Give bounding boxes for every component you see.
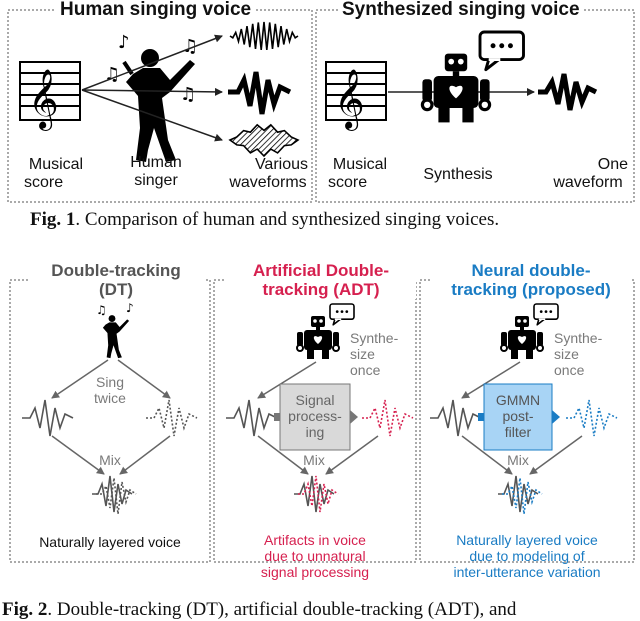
waveform-icon (226, 399, 278, 437)
human-section-title: Human singing voice (56, 0, 256, 21)
music-note-icon: ♫ (96, 303, 107, 317)
waveform-icon (92, 475, 133, 513)
label-synthesis: Synthesis (423, 166, 493, 183)
svg-text:♫: ♫ (180, 84, 196, 105)
gmmn-postfilter-box (483, 383, 553, 451)
svg-text:♪: ♪ (118, 32, 130, 53)
svg-text:♫: ♫ (104, 64, 120, 85)
waveform-icon (228, 21, 300, 158)
singer-icon (122, 49, 195, 162)
waveform-icon (22, 399, 74, 437)
adt-title: Artificial Double-tracking (ADT) (226, 261, 416, 300)
dt-title: Double-tracking(DT) (28, 261, 204, 300)
fig2-caption: Fig. 2. Double-tracking (DT), artificial… (2, 599, 517, 620)
robot-icon (500, 315, 544, 360)
waveform-icon (294, 475, 335, 513)
waveform-icon (538, 73, 598, 111)
robot-icon (420, 51, 492, 125)
speech-bubble-icon (329, 303, 355, 326)
waveform-icon (298, 475, 339, 513)
robot-icon (296, 315, 340, 360)
svg-text:𝄞: 𝄞 (334, 69, 365, 131)
label-mix-dt: Mix (99, 452, 121, 468)
synth-section-title: Synthesized singing voice (338, 0, 584, 21)
svg-text:𝄞: 𝄞 (28, 69, 59, 131)
waveform-icon (146, 399, 198, 437)
label-mix-neural: Mix (507, 452, 529, 468)
speech-bubble-icon (533, 303, 559, 326)
singer-icon (102, 315, 130, 359)
waveform-icon (362, 399, 414, 437)
svg-text:♫: ♫ (182, 36, 198, 57)
fig1-synth-frame (315, 9, 635, 203)
label-mix-adt: Mix (303, 452, 325, 468)
music-note-icon: ♪ (126, 301, 134, 315)
waveform-icon (502, 477, 543, 515)
dt-result: Naturally layered voice (39, 534, 181, 550)
treble-clef-icon: 𝄞 (19, 61, 81, 131)
neural-title: Neural double-tracking (proposed) (430, 261, 632, 300)
waveform-icon (430, 399, 482, 437)
music-note-icon: ♫ ♪ ♫ ♫ (104, 32, 198, 105)
dt-frame (9, 279, 211, 563)
waveform-icon (498, 475, 539, 513)
waveform-icon (566, 399, 618, 437)
waveform-icon (96, 477, 137, 515)
speech-bubble-icon (478, 30, 525, 72)
treble-clef-icon: 𝄞 (325, 61, 387, 131)
fig1-caption: Fig. 1. Comparison of human and synthesi… (30, 209, 500, 230)
